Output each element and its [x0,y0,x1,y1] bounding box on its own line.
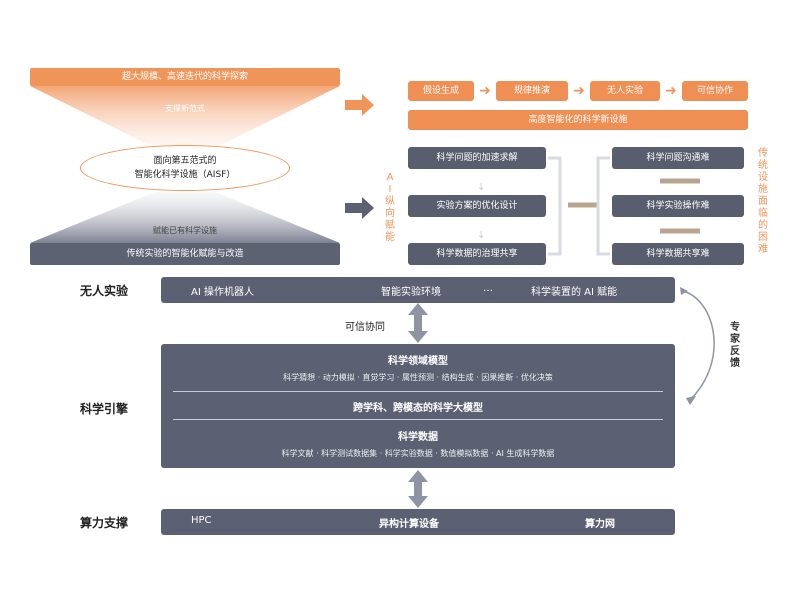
top-funnel [30,86,340,148]
step-hypothesis: 假设生成 [408,81,474,101]
banner-traditional-experiments: 传统实验的智能化赋能与改造 [30,243,340,265]
compute-double-arrow [408,470,428,508]
bottom-funnel [30,192,340,243]
step-trusted: 可信协作 [682,81,748,101]
right-box-operation: 科学实验操作难 [612,195,744,217]
svg-text:↓: ↓ [477,230,485,241]
left-box-accelerated-solving: 科学问题的加速求解 [408,147,546,169]
svg-text:↓: ↓ [477,182,485,193]
item-hpc: HPC [191,515,212,526]
unmanned-row: AI 操作机器人 智能实验环境 … 科学装置的 AI 赋能 [161,277,675,303]
divider [173,391,663,392]
item-compute-net: 算力网 [585,519,615,530]
arrow-icon: ➜ [573,83,585,99]
science-data-items: 科学文献 · 科学测试数据集 · 科学实验数据 · 数值模拟数据 · AI 生成… [281,449,555,458]
support-paradigm-label: 支撑新范式 [165,104,205,113]
vertical-traditional-difficulties: 传 统 设 施 面 临 的 困 难 [758,148,768,255]
right-box-communication: 科学问题沟通难 [612,147,744,169]
item-smart-env: 智能实验环境 [381,287,441,298]
new-facility-bar: 高度智能化的科学新设施 [408,110,748,130]
banner-large-scale-exploration: 超大规模、高速迭代的科学探索 [30,68,340,86]
left-box-optimized-design: 实验方案的优化设计 [408,195,546,217]
vertical-ai-empower: A I 纵 向 赋 能 [385,172,395,243]
arrow-icon: ➜ [479,83,491,99]
trusted-collab-label: 可信协同 [345,322,385,333]
compute-row: HPC 异构计算设备 算力网 [161,509,675,535]
expert-feedback-label: 专 家 反 馈 [730,322,740,369]
right-box-data-sharing: 科学数据共享难 [612,243,744,265]
item-ellipsis: … [483,283,493,294]
item-ai-device: 科学装置的 AI 赋能 [531,287,618,298]
label-unmanned: 无人实验 [80,284,129,298]
arrow-icon: ➜ [665,83,677,99]
step-unmanned: 无人实验 [590,81,660,101]
item-hetero: 异构计算设备 [379,519,439,530]
arrow-to-middle-right [345,197,374,219]
label-compute: 算力支撑 [80,516,129,530]
domain-model-items: 科学猜想 · 动力模拟 · 直觉学习 · 属性预测 · 结构生成 · 因果推断 … [283,373,553,382]
empower-existing-label: 赋能已有科学设施 [153,226,217,235]
left-box-data-governance: 科学数据的治理共享 [408,243,546,265]
aisf-line1: 面向第五范式的 [153,156,217,166]
expert-feedback-arrow [682,290,715,401]
arrow-to-top-right [345,94,374,116]
aisf-line2: 智能化科学设施（AISF） [134,170,236,180]
science-engine-block: 科学领域模型 科学猜想 · 动力模拟 · 直觉学习 · 属性预测 · 结构生成 … [161,344,675,468]
trusted-double-arrow [408,303,428,343]
science-data-title: 科学数据 [398,432,438,443]
divider [173,419,663,420]
label-science-engine: 科学引擎 [80,402,129,416]
big-model-title: 跨学科、跨模态的科学大模型 [353,403,483,414]
aisf-ellipse: 面向第五范式的 智能化科学设施（AISF） [80,145,290,191]
step-deduction: 规律推演 [496,81,568,101]
domain-model-title: 科学领域模型 [388,356,448,367]
item-ai-robot: AI 操作机器人 [191,287,254,298]
